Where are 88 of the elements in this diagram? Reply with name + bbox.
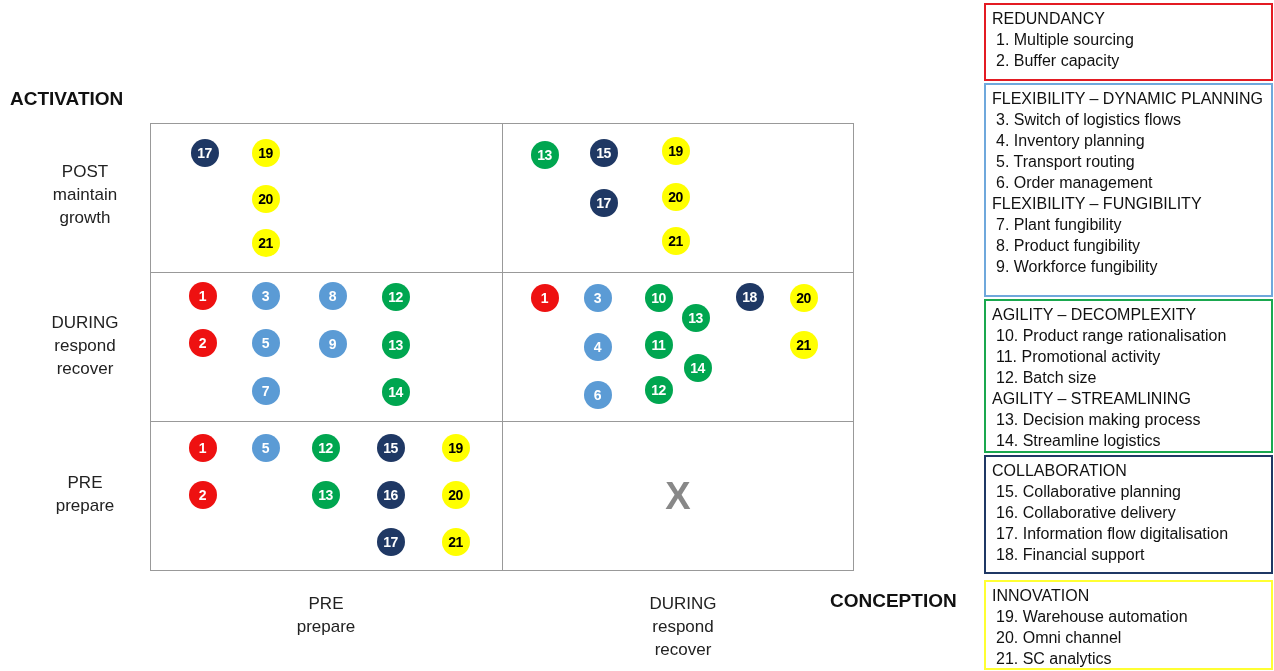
list-item: 10. Product range rationalisation <box>995 326 1228 346</box>
number-marker: 20 <box>789 283 818 312</box>
number-marker: 10 <box>644 283 673 312</box>
list-item: 2. Buffer capacity <box>995 51 1121 71</box>
list-item: 5. Transport routing <box>995 152 1136 172</box>
column-label: PRE prepare <box>296 593 356 638</box>
number-marker: 1 <box>188 281 217 310</box>
number-marker: 19 <box>251 138 280 167</box>
number-marker: 17 <box>190 138 219 167</box>
column-label: DURING respond recover <box>649 593 717 661</box>
number-marker: 18 <box>735 282 764 311</box>
list-item: 1. Multiple sourcing <box>995 30 1135 50</box>
list-item: 20. Omni channel <box>995 628 1123 648</box>
list-item: 7. Plant fungibility <box>995 215 1123 235</box>
number-marker: 12 <box>311 433 340 462</box>
number-marker: 20 <box>441 480 470 509</box>
list-item: 6. Order management <box>995 173 1154 193</box>
list-item: 17. Information flow digitalisation <box>995 524 1230 544</box>
axis-title: CONCEPTION <box>830 590 957 612</box>
number-marker: 9 <box>318 329 347 358</box>
category-heading: COLLABORATION <box>992 461 1128 481</box>
number-marker: 11 <box>644 330 673 359</box>
number-marker: 13 <box>311 480 340 509</box>
number-marker: 7 <box>251 376 280 405</box>
list-item: 4. Inventory planning <box>995 131 1146 151</box>
number-marker: 4 <box>583 332 612 361</box>
cross-mark: X <box>665 474 691 518</box>
list-item: 8. Product fungibility <box>995 236 1142 256</box>
category-heading: AGILITY – DECOMPLEXITY <box>992 305 1198 325</box>
list-item: 18. Financial support <box>995 545 1146 565</box>
number-marker: 16 <box>376 480 405 509</box>
number-marker: 17 <box>589 188 618 217</box>
number-marker: 12 <box>381 282 410 311</box>
number-marker: 21 <box>441 527 470 556</box>
matrix-cell <box>150 421 503 571</box>
legend-box <box>984 3 1273 81</box>
number-marker: 12 <box>644 375 673 404</box>
category-heading: FLEXIBILITY – DYNAMIC PLANNING <box>992 89 1264 109</box>
row-label: DURING respond recover <box>51 312 119 380</box>
number-marker: 2 <box>188 480 217 509</box>
number-marker: 5 <box>251 328 280 357</box>
number-marker: 13 <box>530 140 559 169</box>
number-marker: 5 <box>251 433 280 462</box>
number-marker: 1 <box>188 433 217 462</box>
list-item: 19. Warehouse automation <box>995 607 1189 627</box>
list-item: 15. Collaborative planning <box>995 482 1182 502</box>
number-marker: 21 <box>789 330 818 359</box>
category-heading: FLEXIBILITY – FUNGIBILITY <box>992 194 1203 214</box>
matrix-cell <box>150 123 503 273</box>
number-marker: 6 <box>583 380 612 409</box>
matrix-cell <box>502 421 854 571</box>
legend-box <box>984 83 1273 297</box>
number-marker: 14 <box>381 377 410 406</box>
number-marker: 2 <box>188 328 217 357</box>
number-marker: 17 <box>376 527 405 556</box>
row-label: PRE prepare <box>55 472 115 517</box>
number-marker: 15 <box>589 138 618 167</box>
number-marker: 21 <box>661 226 690 255</box>
number-marker: 13 <box>381 330 410 359</box>
axis-title: ACTIVATION <box>10 88 124 110</box>
list-item: 14. Streamline logistics <box>995 431 1162 451</box>
number-marker: 20 <box>251 184 280 213</box>
number-marker: 15 <box>376 433 405 462</box>
number-marker: 3 <box>251 281 280 310</box>
row-label: POST maintain growth <box>52 161 118 229</box>
legend-box <box>984 299 1273 453</box>
legend-box <box>984 580 1273 670</box>
list-item: 9. Workforce fungibility <box>995 257 1159 277</box>
list-item: 16. Collaborative delivery <box>995 503 1177 523</box>
number-marker: 8 <box>318 281 347 310</box>
number-marker: 1 <box>530 283 559 312</box>
number-marker: 19 <box>661 136 690 165</box>
category-heading: INNOVATION <box>992 586 1091 606</box>
category-heading: REDUNDANCY <box>992 9 1106 29</box>
number-marker: 19 <box>441 433 470 462</box>
list-item: 21. SC analytics <box>995 649 1113 669</box>
list-item: 3. Switch of logistics flows <box>995 110 1182 130</box>
matrix-cell <box>502 123 854 273</box>
legend-box <box>984 455 1273 574</box>
number-marker: 13 <box>681 303 710 332</box>
list-item: 12. Batch size <box>995 368 1098 388</box>
list-item: 11. Promotional activity <box>995 347 1162 367</box>
number-marker: 3 <box>583 283 612 312</box>
category-heading: AGILITY – STREAMLINING <box>992 389 1192 409</box>
number-marker: 14 <box>683 353 712 382</box>
list-item: 13. Decision making process <box>995 410 1202 430</box>
number-marker: 21 <box>251 228 280 257</box>
number-marker: 20 <box>661 182 690 211</box>
